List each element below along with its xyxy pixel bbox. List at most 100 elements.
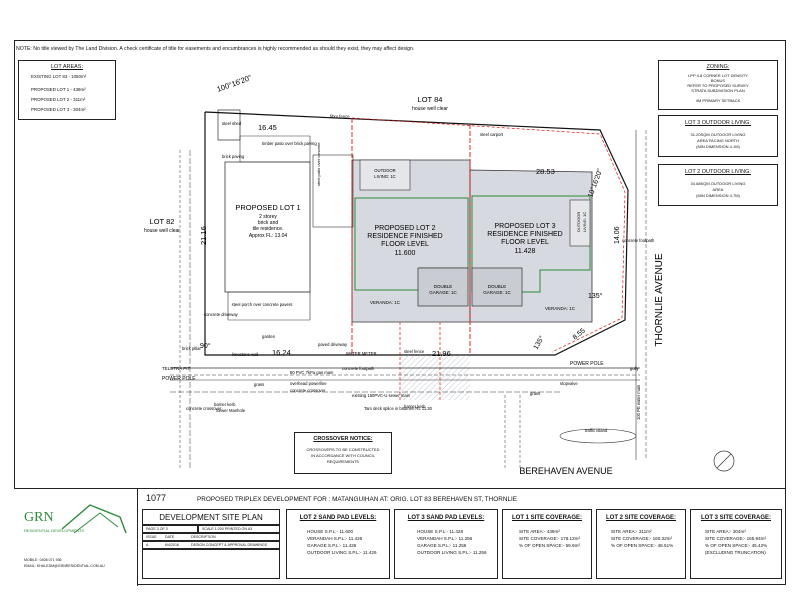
label-telstra-pit: TELSTRA PIT [162,366,191,371]
lot2-garage-label: GARAGE: 1C [429,290,457,295]
crossover-line: REQUIREMENTS [326,459,360,464]
lot2-outdoor-label: LIVING: 1C [374,174,395,179]
lot84-sub: house well clear [412,106,448,112]
sheet-title-cell: DEVELOPMENT SITE PLAN [142,509,280,525]
lot3-coverage-line: % OF OPEN SPACE:- 45.42% [705,543,768,548]
sheet-border [14,40,786,585]
lot2-coverage-line: SITE AREA:- 311m² [611,529,652,534]
crossover-line: CROSSOVERS TO BE CONSTRUCTED [306,447,380,452]
lot1-coverage-line: SITE COVERAGE:- 176.12m² [519,536,581,541]
rev-head-cell: ISSUE DATE DESCRIPTION [142,533,280,541]
label-concrete-crossover: concrete crossover [290,388,326,393]
zoning-line: LPP 4.8 CORNER LOT DENSITY [688,73,748,78]
lot3-outdoor-line: AREA FACING NORTH [697,138,739,143]
lot2-outdoor-title: LOT 2 OUTDOOR LIVING: [685,169,751,175]
lot-areas-lot3: PROPOSED LOT 3 - 304m² [31,107,86,112]
label-gas-main: 80 PVC 7kPa gas main [290,370,334,375]
lot3-coverage-cell: LOT 3 SITE COVERAGE: SITE AREA:- 304m² S… [690,509,782,579]
dim-left: 21.16 [199,226,208,245]
label-concrete-driveway: concrete driveway [204,312,239,317]
label-fibro-fence: fibro fence [330,114,350,119]
lot3-sand-pad-line: OUTDOOR LIVING S.P.L:- 11.256 [417,550,487,555]
lot1-desc: 2 storey [259,214,277,220]
dim-top-right: 28.53 [536,167,555,176]
contact-mobile: MOBILE: 0408 071 936 [24,558,62,562]
label-overhead-powerline: overhead powerline [290,381,327,386]
lot3-label: 11.428 [515,248,536,255]
label-steel-porch: steel porch over concrete pavers [232,302,293,307]
lot-areas-title: LOT AREAS: [51,64,83,70]
street-berehaven: BEREHAVEN AVENUE [519,466,612,476]
lot2-garage [417,267,469,307]
lot3-coverage-line: SITE COVERAGE:- 165.94m² [705,536,767,541]
lot2-sand-pad-title: LOT 2 SAND PAD LEVELS: [299,515,377,521]
rev-row-desc: DESIGN CONCEPT & APPROVAL DRAWINGS [191,543,268,547]
label-limestone-wall: limestone wall [232,352,258,357]
project-title: PROPOSED TRIPLEX DEVELOPMENT FOR : MATAN… [197,496,518,503]
angle-b: 135° [532,334,546,351]
lot1-patio [239,135,311,163]
lot2-outdoor-label: OUTDOOR [374,168,395,173]
label-patio-over: steel patio over concrete [316,142,321,186]
lot-areas-box: LOT AREAS: EXISTING LOT 83 - 1050m² PROP… [18,60,116,120]
page-number: PAGE 3 OF 3 [146,527,168,531]
zoning-line: 4M PRIMARY SETBACK [695,98,741,103]
lot3-outdoor-line: 31.20SQM OUTDOOR LIVING [690,132,746,137]
angle-a: 135° [588,292,603,300]
lot2-label: FLOOR LEVEL [381,241,429,248]
lot3-outdoor-title: LOT 3 OUTDOOR LIVING: [685,120,751,126]
label-tam-deck: Tam deck splice in bitumen RL 11.30 [364,406,433,411]
lot3-outdoor-label: OUTDOOR [576,212,581,233]
lot3-garage-label: DOUBLE [488,284,507,289]
scale-text: SCALE 1:200 PRINTED ON A3 [202,527,253,531]
lot2-label: RESIDENCE FINISHED [367,233,442,240]
lot1-desc: brick and [258,220,279,226]
logo-sub: RESIDENTIAL DEVELOPMENTS [24,528,85,533]
lot3-garage [471,267,523,307]
lot3-sand-pad-line: HOUSE S.P.L:- 11.428 [417,529,464,534]
lot2-outdoor-line: (MIN DIMENSION 4.7M) [696,193,740,198]
crossover-line: IN ACCORDANCE WITH COUNCIL [311,453,375,458]
lot2-coverage-line: % OF OPEN SPACE:- 48.51% [611,543,674,548]
label-concrete-footpath-right: concrete footpath [622,238,655,243]
lot1-porch [227,291,311,321]
label-grass: grass [530,391,540,396]
lot2-outdoor-line: AREA [712,187,724,192]
label-stopvalve: stopvalve [560,381,578,386]
lot2-coverage-title: LOT 2 SITE COVERAGE: [605,515,676,521]
rev-blank-cell [142,549,280,579]
scale-cell: SCALE 1:200 PRINTED ON A3 [198,525,280,533]
label-barrier-kerb: barrier kerb [404,404,426,409]
contact-email: EMAIL: KHALEDM@GRNRESIDENTIAL.COM.AU [24,564,105,568]
lot2-outdoor-line: 34.68SQM OUTDOOR LIVING [690,181,746,186]
lot2-garage-label: DOUBLE [434,284,453,289]
rev-row-date: 6/4/2016 [165,543,179,547]
crossover-area [400,355,470,400]
lot2-outdoor-box: LOT 2 OUTDOOR LIVING: 34.68SQM OUTDOOR L… [658,164,778,206]
title-block: GRN RESIDENTIAL DEVELOPMENTS MOBILE: 040… [14,488,786,586]
lot2-sand-pad-line: VERANDAH S.P.L:- 11.426 [307,536,363,541]
north-arrow [713,450,735,472]
lot2-sand-pad-line: HOUSE S.P.L:- 11.600 [307,529,354,534]
bearing-top: 100°16'20" [216,73,253,94]
label-concrete-crossover-left: concrete crossover [186,406,222,411]
lot3-label: RESIDENCE FINISHED [487,231,562,238]
logo-letters: GRN [24,510,54,525]
logo-cell: GRN RESIDENTIAL DEVELOPMENTS MOBILE: 040… [14,489,138,586]
setback-line [351,117,626,353]
label-steel-carport: steel carport [480,132,504,137]
lot3-label: FLOOR LEVEL [501,239,549,246]
lot82-sub: house well clear [144,228,180,234]
crossover-title: CROSSOVER NOTICE: [313,436,373,442]
lot3-outdoor-label: LIVING: 1C [582,212,587,233]
lot3-sand-pad-line: GARAGE S.P.L:- 11.256 [417,543,467,548]
lot1-coverage-title: LOT 1 SITE COVERAGE: [511,515,582,521]
lot3-label: PROPOSED LOT 3 [495,223,556,230]
lot1-garage [312,154,354,228]
site-plan-drawing: LOT 84 house well clear LOT 82 house wel… [144,73,735,476]
lot3-sand-pad-line: VERANDAH S.P.L:- 11.256 [417,536,473,541]
label-grass-left: grass [254,382,264,387]
lot-areas-lot2: PROPOSED LOT 2 - 311m² [31,97,86,102]
lot2-coverage-cell: LOT 2 SITE COVERAGE: SITE AREA:- 311m² S… [596,509,686,579]
rev-head-desc: DESCRIPTION [191,535,216,539]
